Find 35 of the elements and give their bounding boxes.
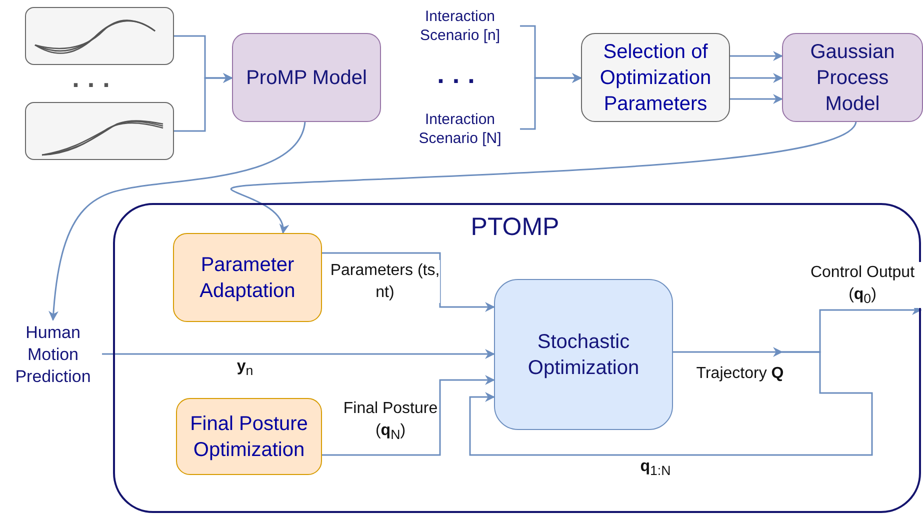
group-title: PTOMP	[470, 213, 560, 242]
process-box	[782, 33, 923, 122]
arrow	[102, 349, 495, 359]
trajectory-plot-picture	[25, 7, 174, 65]
scenario-label: Interaction Scenario [N]	[400, 108, 520, 150]
arrow	[730, 51, 783, 61]
arrow	[520, 73, 582, 130]
arrow	[730, 73, 783, 83]
input-label: Human Motion Prediction	[4, 320, 102, 390]
arrow	[673, 347, 783, 357]
group-container	[113, 203, 921, 513]
process-box	[173, 233, 322, 322]
box-label: ProMP Model	[245, 66, 368, 90]
ellipsis-mark: ...	[71, 62, 119, 95]
box-label: Gaussian Process Model	[809, 40, 896, 116]
arrow	[322, 252, 495, 312]
process-box	[581, 33, 730, 122]
scenario-label: Interaction Scenario [n]	[400, 5, 520, 47]
ellipsis-mark: ...	[436, 58, 484, 91]
arrow	[322, 375, 495, 456]
trajectory-plot-picture	[25, 102, 174, 160]
box-label: Final Posture Optimization	[189, 412, 309, 462]
box-label: Selection of Optimization Parameters	[598, 40, 712, 116]
edge-label: Parameters (ts, nt)	[330, 260, 440, 304]
arrow	[730, 94, 783, 104]
arrow	[48, 122, 306, 321]
process-box	[232, 33, 381, 122]
box-label: Stochastic Optimization	[526, 330, 640, 380]
arrow	[174, 73, 233, 132]
signal-label: Trajectory Q	[695, 364, 785, 384]
arrow-branch	[469, 351, 873, 456]
arrow	[232, 122, 857, 234]
process-box	[176, 398, 322, 475]
box-label: Parameter Adaptation	[198, 252, 296, 304]
process-box	[494, 279, 673, 430]
